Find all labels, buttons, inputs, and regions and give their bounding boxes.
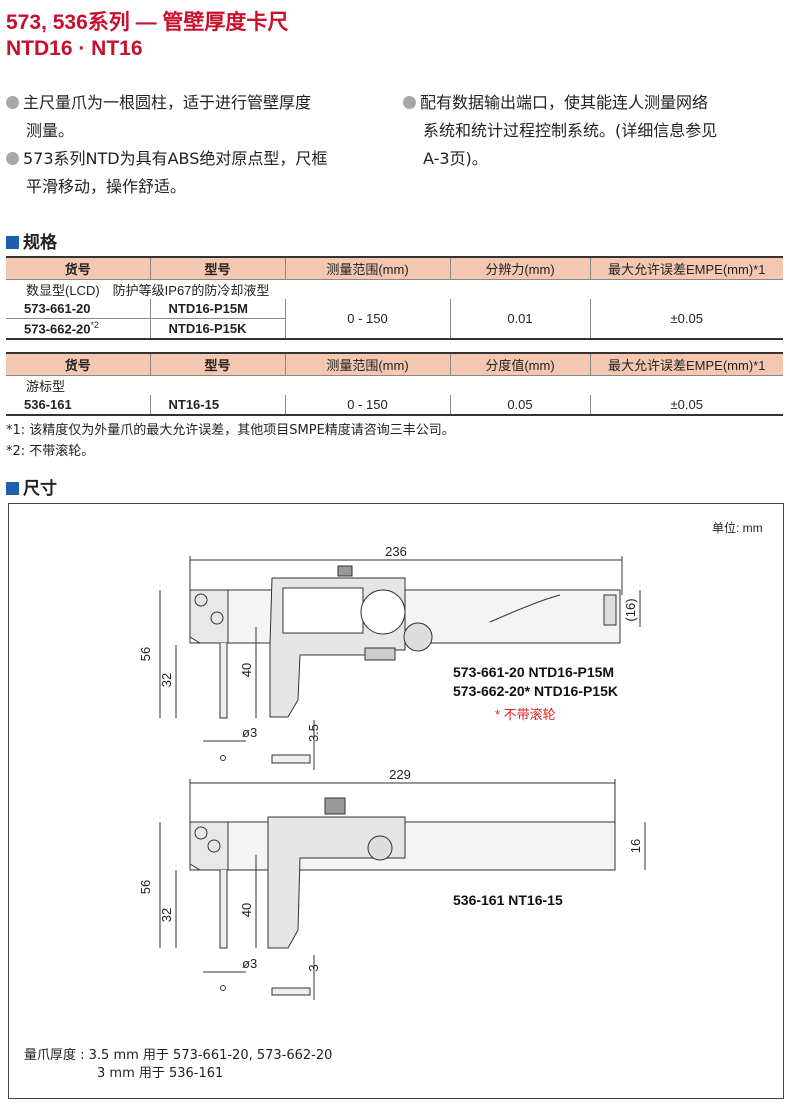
vernier-caliper-drawing: 229 16 56 32 40 ø3 3 536-161 NT16-15 bbox=[138, 767, 646, 1000]
svg-text:40: 40 bbox=[239, 663, 254, 677]
svg-text:40: 40 bbox=[239, 903, 254, 917]
page-subtitle: NTD16 · NT16 bbox=[6, 37, 143, 60]
unit-label: 单位: mm bbox=[712, 520, 763, 535]
svg-text:ø3: ø3 bbox=[242, 956, 257, 971]
feature-1: 主尺量爪为一根圆柱，适于进行管壁厚度测量。 bbox=[6, 89, 391, 145]
spec-table-digital: 货号型号测量范围(mm)分辨力(mm)最大允许误差EMPE(mm)*1 数显型(… bbox=[6, 256, 783, 340]
svg-text:573-662-20* NTD16-P15K: 573-662-20* NTD16-P15K bbox=[453, 683, 618, 699]
group-label: 数显型(LCD) 防护等级IP67的防冷却液型 bbox=[26, 283, 270, 298]
square-icon bbox=[6, 236, 19, 249]
svg-text:236: 236 bbox=[385, 544, 407, 559]
table-row: 573-661-20 NTD16-P15M 0 - 150 0.01 ±0.05 bbox=[6, 299, 783, 340]
dims-heading: 尺寸 bbox=[6, 474, 57, 499]
svg-text:ø3: ø3 bbox=[242, 725, 257, 740]
spec-table-vernier: 货号型号测量范围(mm)分度值(mm)最大允许误差EMPE(mm)*1 游标型 … bbox=[6, 352, 783, 416]
svg-text:* 不带滚轮: * 不带滚轮 bbox=[495, 707, 556, 722]
feature-2: 573系列NTD为具有ABS绝对原点型，尺框平滑移动，操作舒适。 bbox=[6, 145, 391, 201]
bullet-icon bbox=[6, 152, 19, 165]
dimension-drawing-box bbox=[8, 503, 784, 1099]
svg-text:(16): (16) bbox=[623, 598, 638, 621]
table-header: 货号型号测量范围(mm)分度值(mm)最大允许误差EMPE(mm)*1 bbox=[6, 352, 783, 376]
svg-text:573-661-20 NTD16-P15M: 573-661-20 NTD16-P15M bbox=[453, 664, 614, 680]
footnote-2: *2: 不带滚轮。 bbox=[6, 444, 95, 459]
digital-caliper-drawing: 236 (16) 56 32 40 ø3 3.5 bbox=[138, 544, 641, 770]
svg-text:56: 56 bbox=[138, 880, 153, 894]
svg-text:3.5: 3.5 bbox=[306, 724, 321, 742]
footnote-1: *1: 该精度仅为外量爪的最大允许误差，其他项目SMPE精度请咨询三丰公司。 bbox=[6, 423, 455, 438]
jaw-thickness-note-2: 3 mm 用于 536-161 bbox=[97, 1066, 224, 1081]
table-row: 573-662-20*2 NTD16-P15K bbox=[6, 318, 783, 340]
jaw-thickness-note-1: 量爪厚度 : 3.5 mm 用于 573-661-20, 573-662-20 bbox=[24, 1048, 333, 1063]
svg-text:32: 32 bbox=[159, 908, 174, 922]
svg-text:536-161 NT16-15: 536-161 NT16-15 bbox=[453, 892, 563, 908]
svg-text:16: 16 bbox=[628, 839, 643, 853]
table-header: 货号型号测量范围(mm)分辨力(mm)最大允许误差EMPE(mm)*1 bbox=[6, 256, 783, 280]
svg-text:3: 3 bbox=[306, 964, 321, 971]
square-icon bbox=[6, 482, 19, 495]
bullet-icon bbox=[403, 96, 416, 109]
svg-text:32: 32 bbox=[159, 673, 174, 687]
page-title: 573, 536系列 — 管壁厚度卡尺 bbox=[6, 11, 289, 34]
bullet-icon bbox=[6, 96, 19, 109]
svg-text:56: 56 bbox=[138, 647, 153, 661]
svg-text:229: 229 bbox=[389, 767, 411, 782]
spec-heading: 规格 bbox=[6, 228, 57, 253]
